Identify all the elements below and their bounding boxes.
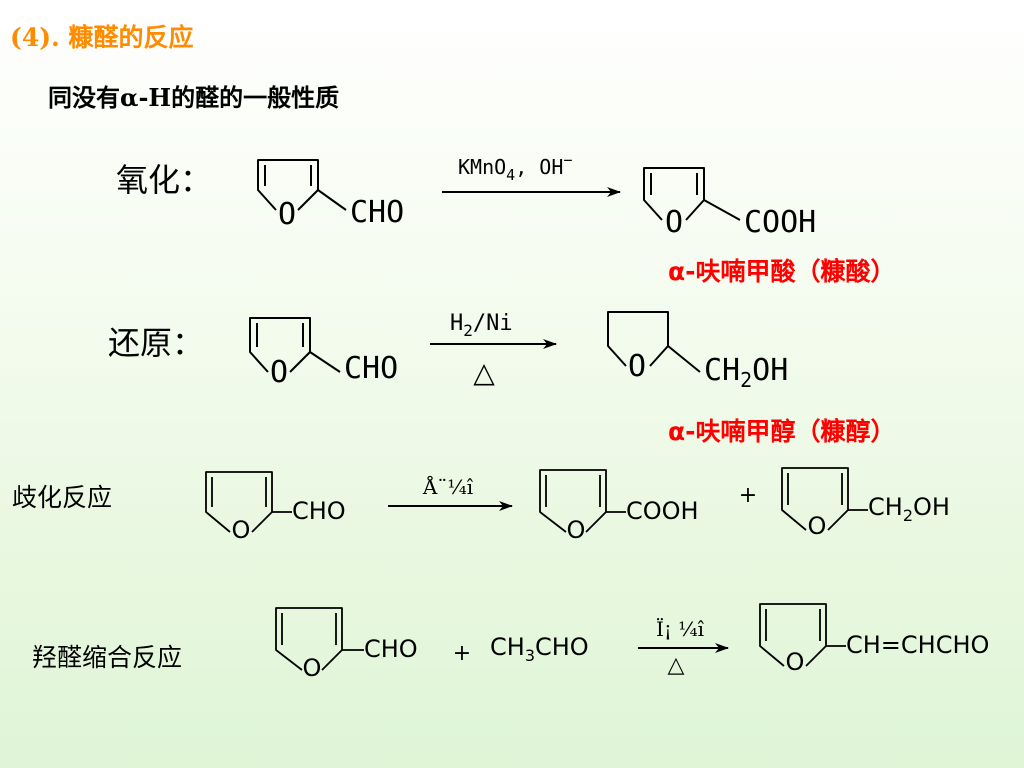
furan-ring-aldol-product bbox=[759, 603, 846, 667]
ring-oxygen-label: O bbox=[232, 516, 251, 544]
oxidation-reagent: KMnO4, OH− bbox=[458, 151, 572, 184]
reduction-label: 还原： bbox=[108, 324, 205, 362]
section-subtitle: 同没有α-H的醛的一般性质 bbox=[48, 83, 340, 112]
aldol-catalyst: Ï¡ ¼î bbox=[656, 617, 705, 641]
ring-oxygen-label: O bbox=[567, 516, 586, 544]
thf-ring-reduction-product bbox=[607, 311, 701, 373]
cannizzaro-reagent: Å¨¼î bbox=[422, 474, 474, 499]
reduction-reagent: H2/Ni bbox=[450, 311, 513, 340]
section-heading: (4). 糠醛的反应 bbox=[10, 23, 194, 52]
oxidation-reactant-group: CHO bbox=[350, 195, 404, 230]
furan-ring-oxidation-product bbox=[643, 167, 741, 221]
ring-oxygen-label: O bbox=[786, 648, 805, 676]
ring-oxygen-label: O bbox=[665, 205, 683, 240]
reduction-product-name: α-呋喃甲醇（糠醇） bbox=[668, 417, 896, 446]
aldol-reactant-group: CHO bbox=[364, 635, 418, 663]
reduction-reactant-group: CHO bbox=[344, 351, 398, 386]
ring-oxygen-label: O bbox=[303, 654, 322, 682]
cannizzaro-product2-group: CH2OH bbox=[868, 493, 950, 525]
furan-ring-cannizzaro-product2 bbox=[781, 467, 868, 531]
cannizzaro-product1-group: COOH bbox=[626, 497, 699, 525]
furan-ring-aldol-reactant bbox=[275, 607, 364, 671]
plus-sign: + bbox=[453, 641, 471, 666]
ring-oxygen-label: O bbox=[278, 197, 296, 232]
ring-oxygen-label: O bbox=[270, 355, 288, 390]
furan-ring-oxidation-reactant bbox=[257, 159, 347, 211]
furan-ring-cannizzaro-product1 bbox=[539, 469, 626, 533]
oxidation-label: 氧化： bbox=[116, 161, 213, 199]
ring-oxygen-label: O bbox=[628, 349, 646, 384]
reduction-product-group: CH2OH bbox=[704, 353, 788, 392]
cannizzaro-label: 歧化反应 bbox=[12, 483, 113, 512]
furan-ring-reduction-reactant bbox=[249, 317, 341, 373]
oxidation-product-name: α-呋喃甲酸（糠酸） bbox=[668, 257, 896, 286]
aldol-product-group: CH=CHCHO bbox=[846, 631, 989, 659]
plus-sign: + bbox=[739, 483, 757, 508]
oxidation-product-group: COOH bbox=[744, 205, 816, 240]
cannizzaro-reactant-group: CHO bbox=[292, 497, 346, 525]
ring-oxygen-label: O bbox=[808, 512, 827, 540]
aldol-label: 羟醛缩合反应 bbox=[32, 643, 183, 672]
heat-condition: △ bbox=[473, 356, 495, 389]
furan-ring-cannizzaro-reactant bbox=[205, 471, 292, 533]
acetaldehyde: CH3CHO bbox=[490, 633, 589, 665]
heat-condition: △ bbox=[668, 653, 685, 678]
